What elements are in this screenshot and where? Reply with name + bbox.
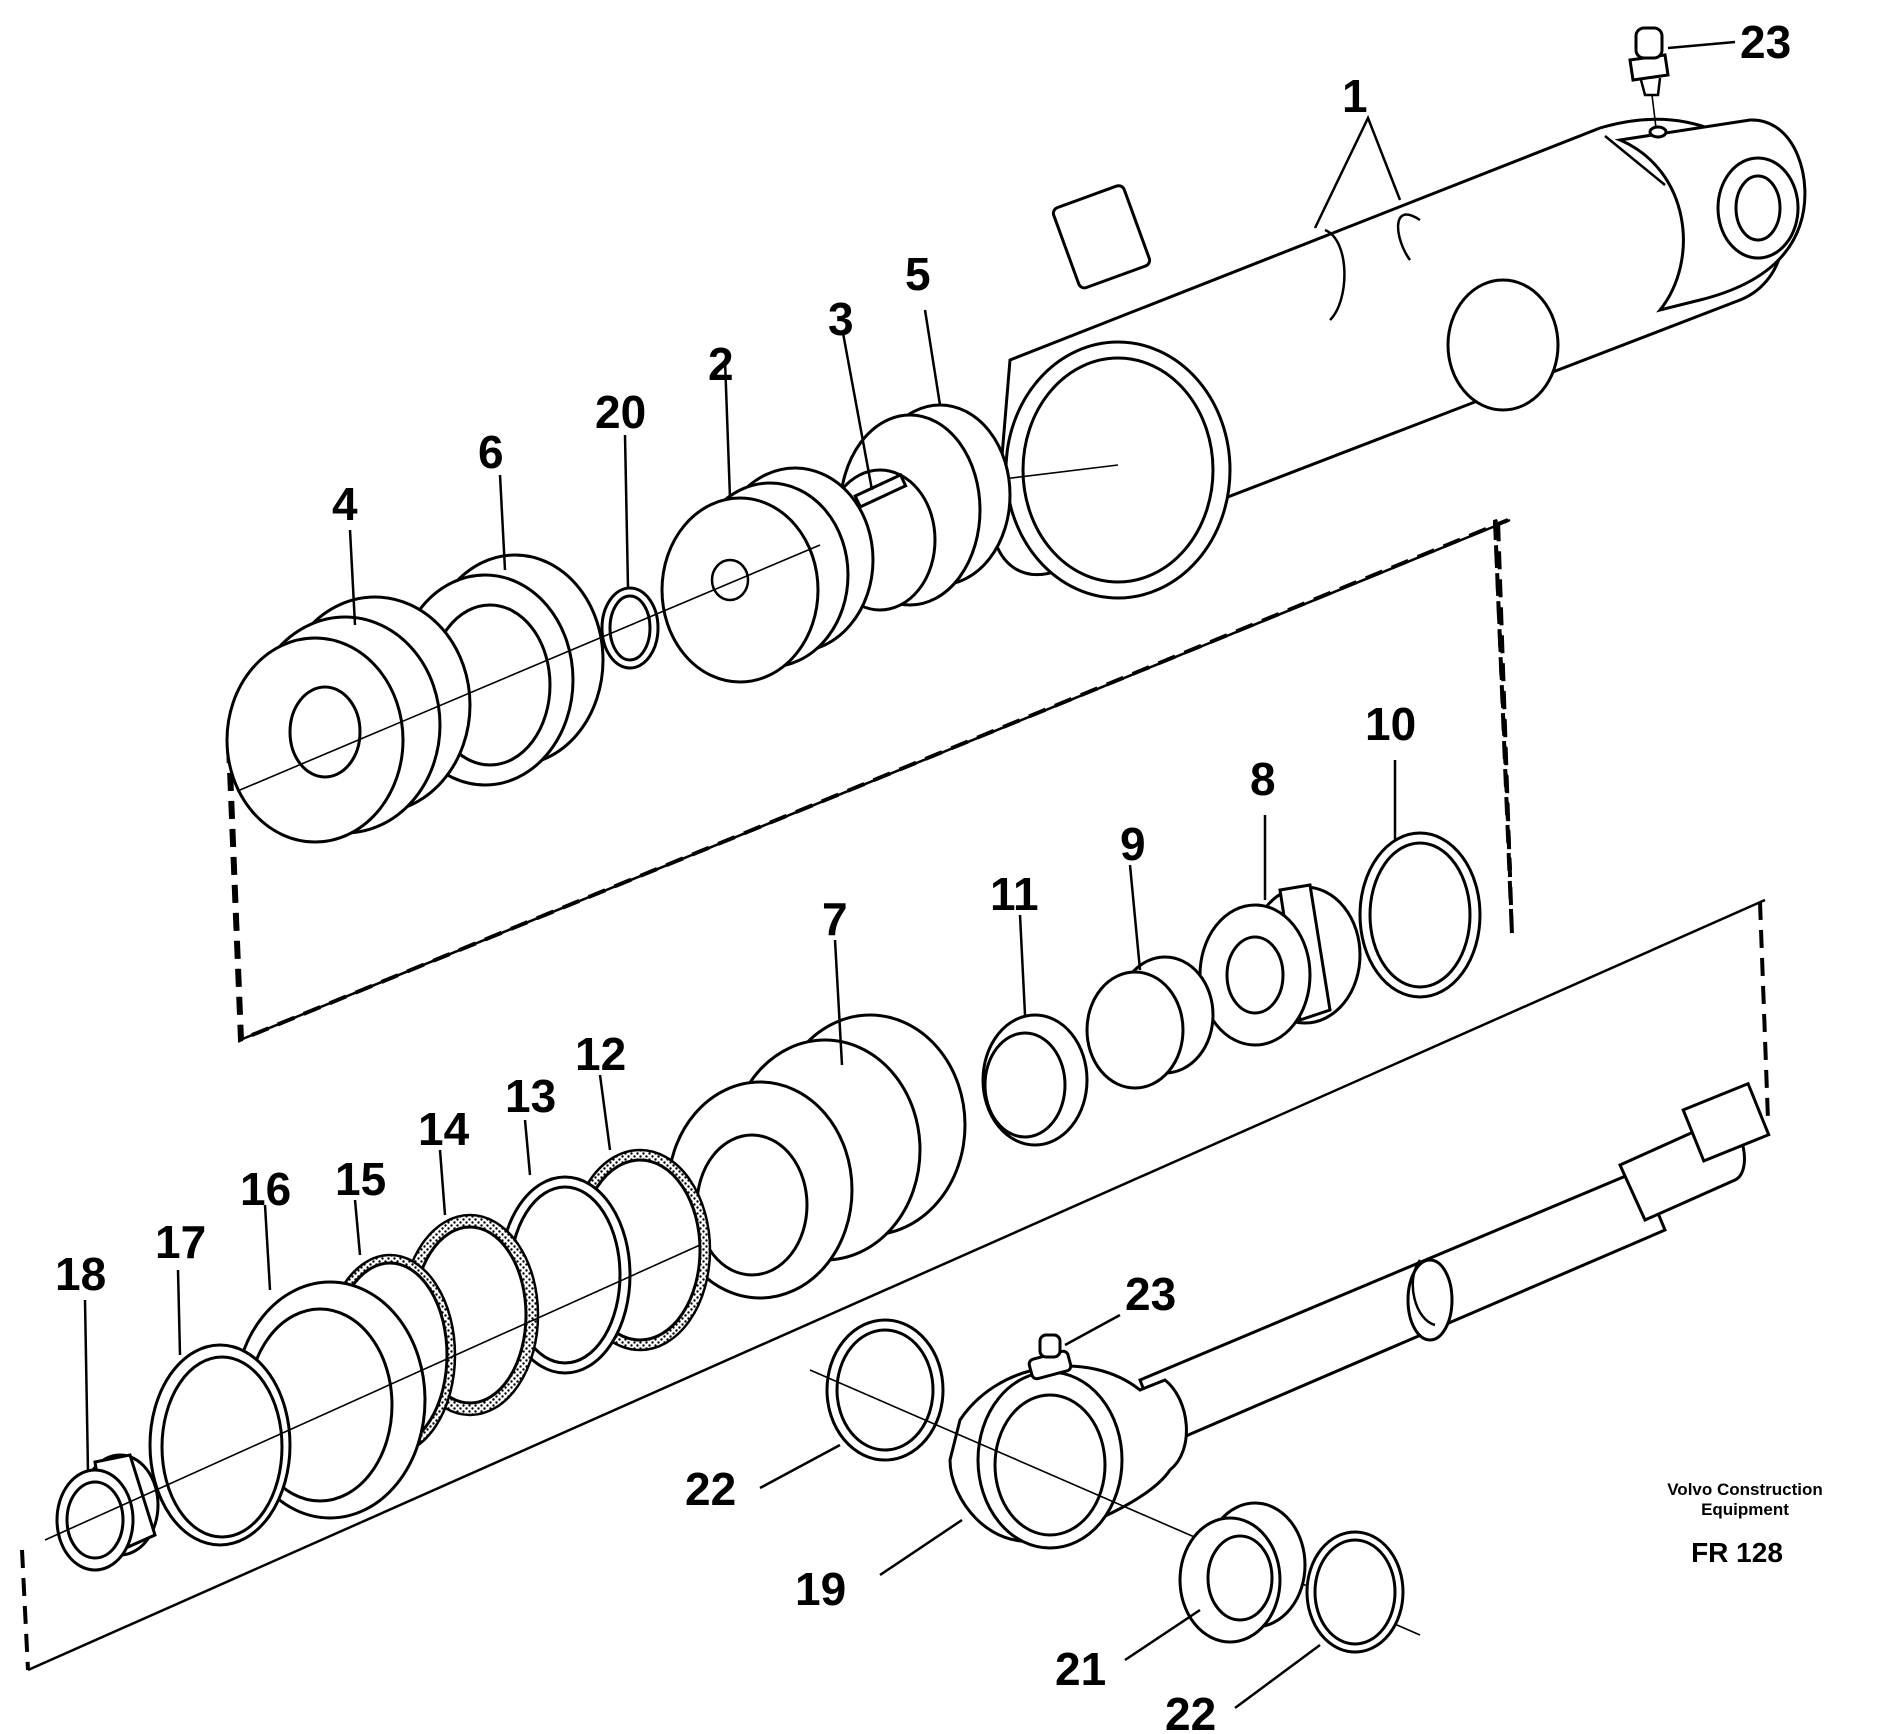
callout-9: 9	[1120, 818, 1146, 870]
part-4-cylinder-head	[225, 529, 821, 844]
callout-23-lower: 23	[1125, 1268, 1176, 1320]
assembly-dashed-lines	[20, 518, 1770, 1672]
callout-19: 19	[795, 1563, 846, 1615]
callout-5: 5	[905, 248, 931, 300]
callout-7: 7	[822, 893, 848, 945]
callout-13: 13	[505, 1070, 556, 1122]
callout-22-upper: 22	[685, 1463, 736, 1515]
part-23-grease-nipple-top	[1628, 26, 1736, 139]
callout-4: 4	[332, 478, 358, 530]
callout-14: 14	[418, 1103, 470, 1155]
part-9-sleeve	[1085, 864, 1215, 1090]
part-18-bushing	[44, 1244, 701, 1572]
part-1-cylinder-tube	[993, 117, 1807, 600]
callout-12: 12	[575, 1028, 626, 1080]
part-22-circlip-lower	[1234, 1530, 1405, 1710]
callout-20: 20	[595, 386, 646, 438]
leader-1	[1313, 114, 1402, 229]
callout-18: 18	[55, 1248, 106, 1300]
part-7-cylinder-head	[666, 939, 967, 1300]
callout-1: 1	[1342, 70, 1368, 122]
callout-6: 6	[478, 426, 504, 478]
callout-labels: 1 2 3 4 5 6 7 8 9 10 11 12 13 14 15 16 1…	[55, 16, 1791, 1734]
part-20-o-ring	[600, 434, 660, 670]
callout-21: 21	[1055, 1643, 1106, 1695]
part-21-bearing	[1124, 1501, 1307, 1662]
part-22-circlip-upper	[759, 1318, 1421, 1636]
callout-3: 3	[828, 293, 854, 345]
part-11-wiper-ring	[981, 914, 1089, 1147]
figure-code: FR 128	[1691, 1537, 1783, 1568]
brand-line-1: Volvo Construction	[1667, 1480, 1823, 1499]
brand-line-2: Equipment	[1701, 1500, 1789, 1519]
part-2-piston	[660, 359, 875, 684]
part-8-bushing	[1198, 815, 1362, 1047]
part-19-rod-eye	[879, 1364, 1188, 1577]
part-17-circlip	[148, 1269, 292, 1547]
callout-2: 2	[708, 338, 734, 390]
callout-16: 16	[240, 1163, 291, 1215]
piston-rod	[1138, 1081, 1771, 1447]
callout-8: 8	[1250, 753, 1276, 805]
part-10-retaining-ring	[1358, 760, 1482, 999]
callout-11: 11	[990, 868, 1039, 920]
callout-15: 15	[335, 1153, 386, 1205]
callout-23-top: 23	[1740, 16, 1791, 68]
callout-10: 10	[1365, 698, 1416, 750]
part-23-grease-nipple-lower	[1027, 1313, 1121, 1381]
callout-22-lower: 22	[1165, 1688, 1216, 1734]
brand-block: Volvo Construction Equipment FR 128	[1667, 1480, 1823, 1568]
callout-17: 17	[155, 1216, 206, 1268]
